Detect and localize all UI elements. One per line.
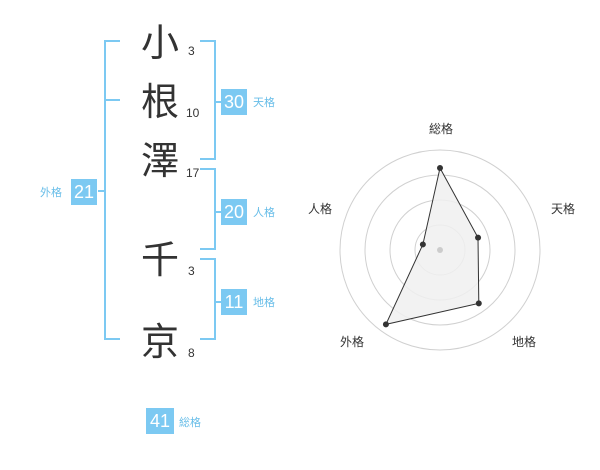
soukaku-value: 41	[146, 408, 174, 434]
radar-center-dot	[437, 247, 443, 253]
radar-point-0	[437, 165, 443, 171]
jinkaku-bracket	[200, 168, 216, 250]
name-char-2: 根	[140, 80, 179, 124]
name-char-5: 京	[140, 320, 179, 364]
radar-label-chikaku: 地格	[512, 334, 536, 349]
chikaku-value: 11	[221, 289, 247, 315]
name-char-1: 小	[140, 21, 179, 65]
radar-label-soukaku: 総格	[429, 121, 453, 136]
jinkaku-label: 人格	[253, 206, 275, 219]
name-char-3: 澤	[140, 139, 179, 183]
stroke-count-5: 8	[188, 346, 195, 360]
stroke-count-2: 10	[186, 106, 200, 120]
radar-ring-4	[339, 149, 541, 351]
jinkaku-connector	[216, 211, 222, 213]
radar-point-1	[475, 234, 482, 241]
tenkaku-connector	[216, 101, 222, 103]
name-char-4: 千	[140, 238, 179, 282]
stroke-count-1: 3	[188, 44, 195, 58]
soukaku-label: 総格	[179, 416, 201, 429]
chikaku-bracket	[200, 258, 216, 340]
radar-label-gaikaku: 外格	[340, 334, 364, 349]
radar-point-4	[419, 241, 426, 248]
gaikaku-connector	[98, 190, 104, 192]
chikaku-connector	[216, 301, 222, 303]
gaikaku-value: 21	[71, 179, 97, 205]
radar-data-points	[382, 165, 482, 328]
radar-chart: 総格 天格 地格 外格 人格	[308, 121, 575, 351]
tenkaku-label: 天格	[253, 96, 275, 109]
radar-point-3	[382, 321, 389, 328]
jinkaku-value: 20	[221, 199, 247, 225]
tenkaku-bracket	[200, 40, 216, 160]
chikaku-label: 地格	[253, 296, 275, 309]
stroke-count-3: 17	[186, 166, 200, 180]
radar-point-2	[475, 300, 482, 307]
radar-label-jinkaku: 人格	[308, 201, 332, 216]
gaikaku-bracket-tick-upper	[104, 99, 120, 101]
gaikaku-label: 外格	[40, 186, 62, 199]
radar-data-polygon	[385, 166, 480, 326]
gaikaku-bracket	[104, 40, 120, 340]
tenkaku-value: 30	[221, 89, 247, 115]
stroke-count-4: 3	[188, 264, 195, 278]
radar-label-tenkaku: 天格	[551, 201, 575, 216]
